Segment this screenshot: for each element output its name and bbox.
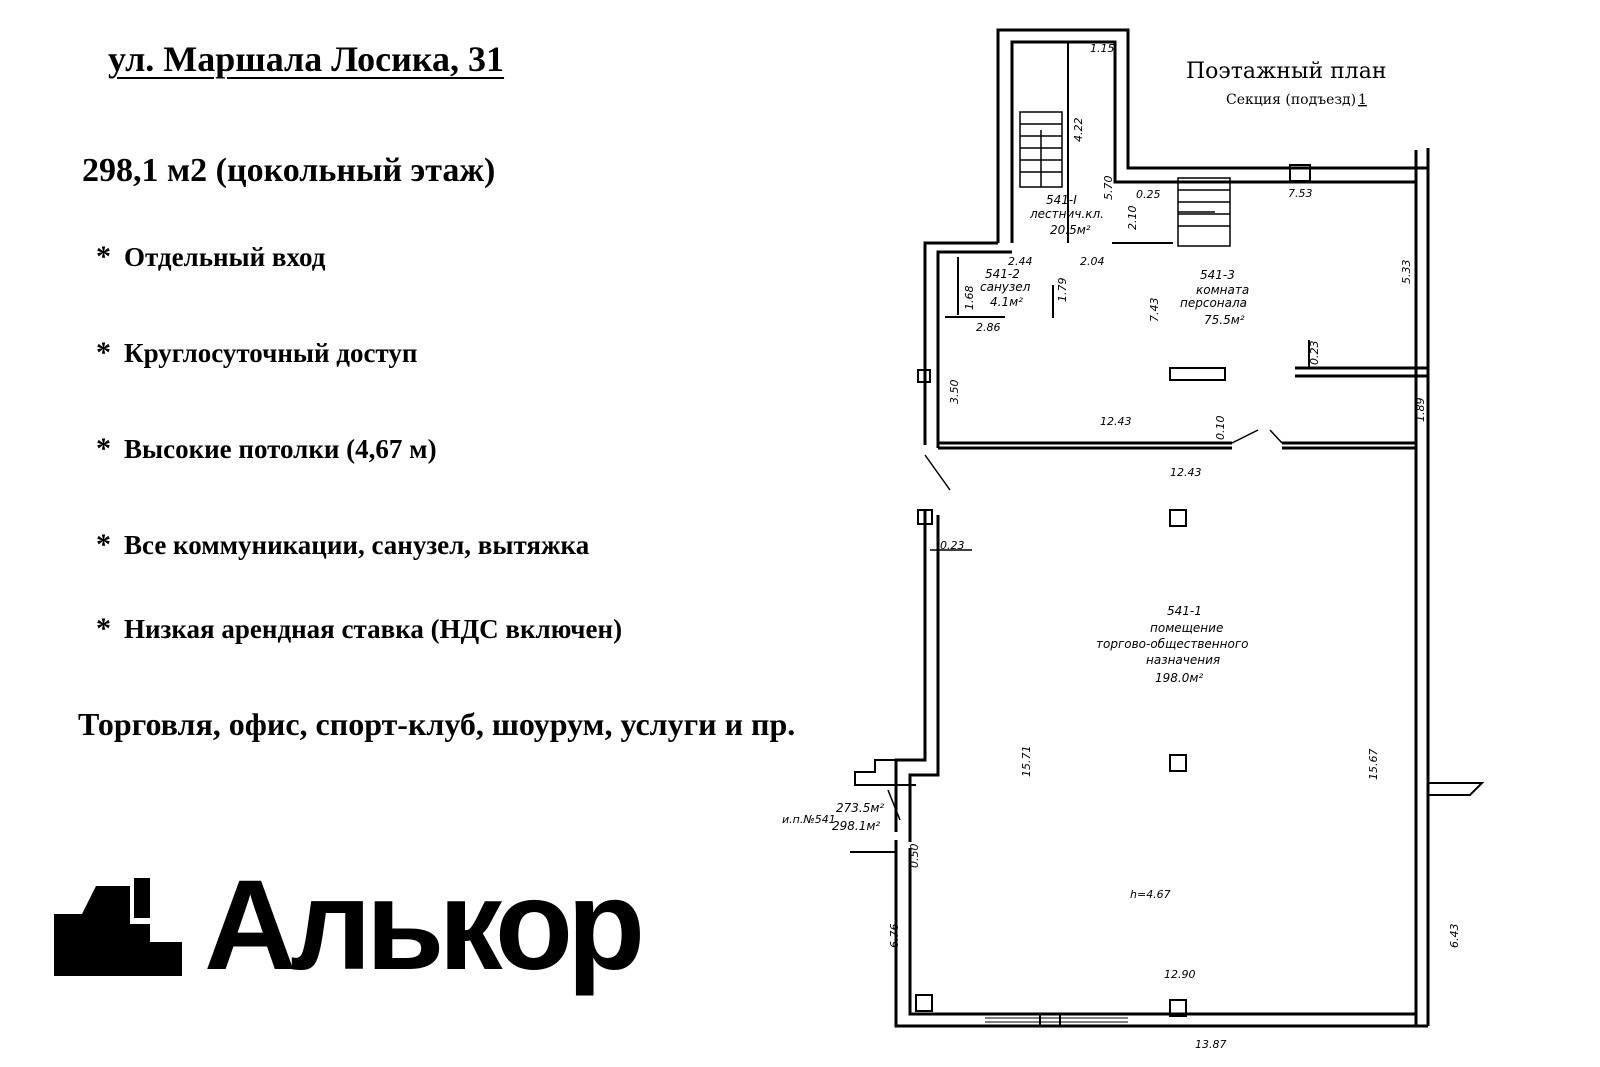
plan-section-label: Секция (подъезд) <box>1226 92 1356 108</box>
room-code: 541-I <box>1046 193 1077 207</box>
dim-label: 6.76 <box>888 924 901 949</box>
dim-label: 15.67 <box>1367 749 1380 781</box>
feature-item: *Низкая арендная ставка (НДС включен) <box>96 612 623 645</box>
dim-label: 3.50 <box>948 380 961 405</box>
room-name: торгово-общественного <box>1096 637 1249 651</box>
dim-label: 12.43 <box>1170 466 1202 479</box>
bullet-star: * <box>96 336 111 369</box>
room-name: назначения <box>1146 653 1220 667</box>
dim-label: 13.87 <box>1195 1038 1227 1051</box>
room-code: 541-3 <box>1200 268 1235 282</box>
dim-label: 2.86 <box>976 321 1001 334</box>
dim-label: 12.43 <box>1100 415 1132 428</box>
room-name: лестнич.кл. <box>1029 207 1104 221</box>
room-area: 20.5м² <box>1050 223 1091 237</box>
dim-label: 1.15 <box>1090 42 1115 55</box>
dim-label: 7.53 <box>1288 187 1313 200</box>
dim-label: 2.04 <box>1080 255 1105 268</box>
area-heading: 298,1 м2 (цокольный этаж) <box>82 152 496 189</box>
room-name: персонала <box>1180 296 1247 310</box>
bullet-star: * <box>96 432 111 465</box>
logo-mark-icon <box>54 878 182 976</box>
dim-label: 1.79 <box>1056 278 1069 303</box>
dim-label: 0.50 <box>908 844 921 869</box>
dim-label: 2.10 <box>1126 206 1139 231</box>
dim-label: 1.89 <box>1414 398 1427 423</box>
uses-text: Торговля, офис, спорт-клуб, шоурум, услу… <box>78 706 796 742</box>
bullet-star: * <box>96 528 111 561</box>
plan-stairs <box>887 111 1283 821</box>
room-name: санузел <box>980 280 1031 294</box>
logo-text: Алькор <box>204 854 645 997</box>
feature-item: *Круглосуточный доступ <box>96 336 418 369</box>
dim-label: 0.23 <box>940 539 965 552</box>
feature-item: *Все коммуникации, санузел, вытяжка <box>96 528 590 561</box>
dim-label: 4.22 <box>1072 118 1085 143</box>
room-area: 4.1м² <box>990 295 1023 309</box>
room-name: помещение <box>1150 621 1223 635</box>
dim-label: 0.10 <box>1214 416 1227 441</box>
dim-label: 0.23 <box>1308 341 1321 366</box>
room-area: 198.0м² <box>1155 671 1203 685</box>
company-logo: Алькор <box>54 854 645 1022</box>
address-title: ул. Маршала Лосика, 31 <box>108 39 505 79</box>
dim-label: 15.71 <box>1020 746 1033 778</box>
dim-label: 5.70 <box>1102 176 1115 201</box>
dim-label: 2.44 <box>1008 255 1033 268</box>
totals-area: 273.5м² <box>836 801 884 815</box>
plan-section-number: 1 <box>1358 92 1367 108</box>
dim-label: 12.90 <box>1164 968 1196 981</box>
plan-title: Поэтажный план <box>1186 59 1387 84</box>
room-area: 75.5м² <box>1204 313 1245 327</box>
room-name: комната <box>1196 283 1249 297</box>
room-code: 541-2 <box>985 267 1020 281</box>
dim-label: 0.25 <box>1136 188 1161 201</box>
room-code: 541-1 <box>1167 604 1202 618</box>
dim-label: 1.68 <box>963 286 976 311</box>
plan-labels: Поэтажный план Секция (подъезд) 1 541-I … <box>782 42 1461 1051</box>
dim-label: 6.43 <box>1448 924 1461 949</box>
totals-area: 298.1м² <box>832 819 880 833</box>
dim-label: 5.33 <box>1400 260 1413 285</box>
ceiling-height: h=4.67 <box>1130 888 1171 901</box>
feature-item: *Отдельный вход <box>96 240 326 273</box>
bullet-star: * <box>96 240 111 273</box>
bullet-star: * <box>96 612 111 645</box>
plan-walls <box>850 28 1485 1028</box>
dim-label: 7.43 <box>1148 298 1161 323</box>
totals-label: и.п.№541 <box>782 813 836 826</box>
feature-item: *Высокие потолки (4,67 м) <box>96 432 437 465</box>
